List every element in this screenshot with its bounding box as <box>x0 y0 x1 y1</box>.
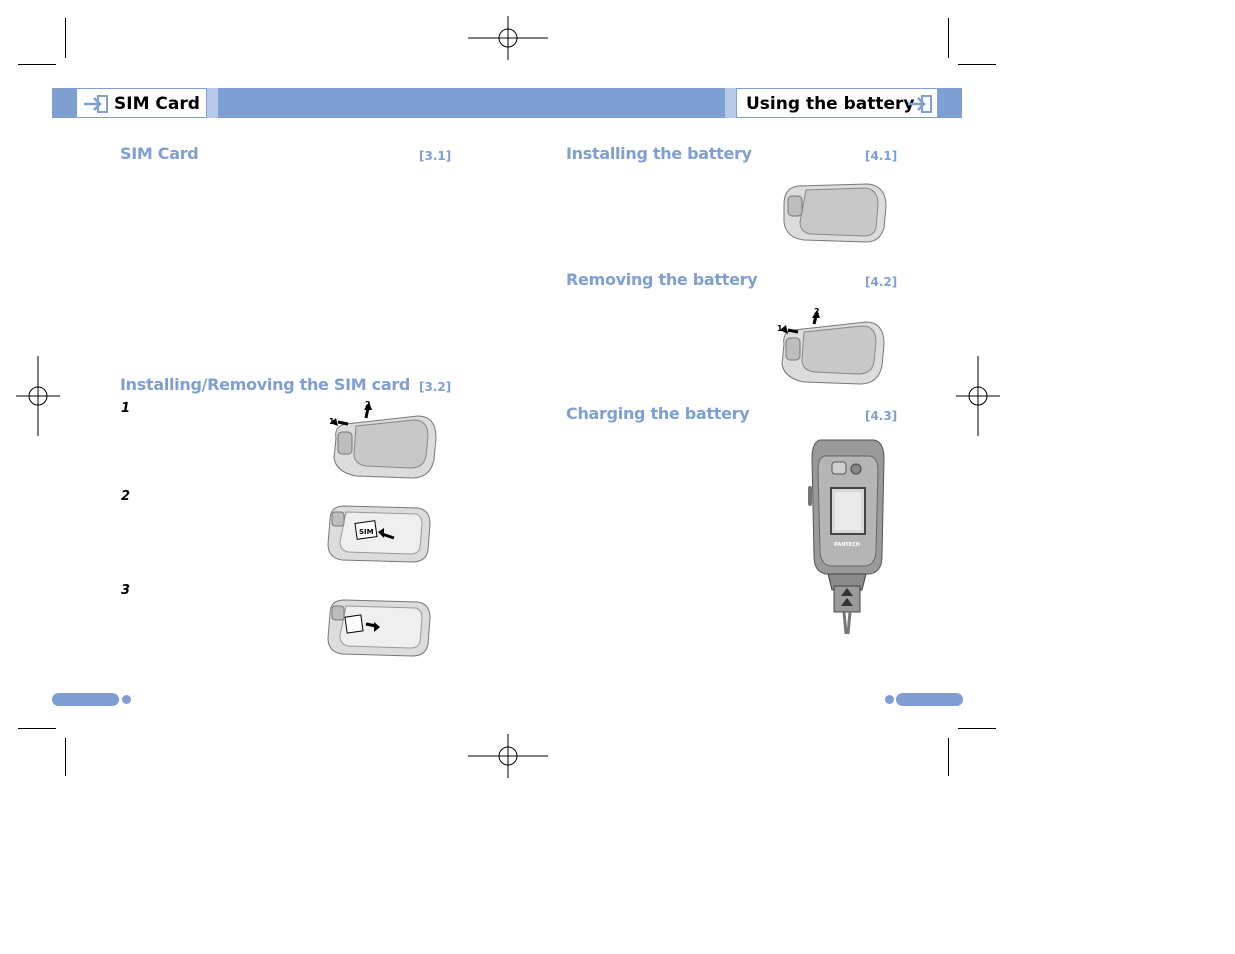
section-title-charging-battery: Charging the battery <box>566 404 750 423</box>
left-header-tab: SIM Card <box>76 88 207 118</box>
sim-remove-figure <box>327 599 431 657</box>
registration-mark-right <box>956 356 1000 436</box>
enter-arrow-icon <box>84 95 108 113</box>
enter-arrow-icon <box>908 95 932 113</box>
page-number-pill-left <box>52 693 119 706</box>
registration-mark-top <box>468 16 548 60</box>
section-ref-4-2: [4.2] <box>865 275 898 289</box>
step-number-3: 3 <box>121 583 131 598</box>
figure-label-2: 2 <box>365 400 371 409</box>
section-title-installing-battery: Installing the battery <box>566 144 752 163</box>
section-ref-3-1: [3.1] <box>419 149 452 163</box>
phone-charging-figure: PANTECH <box>808 439 885 635</box>
figure-label-1: 1 <box>329 417 335 426</box>
section-title-removing-battery: Removing the battery <box>566 270 758 289</box>
phone-brand-label: PANTECH <box>834 542 860 548</box>
section-title-sim-card: SIM Card <box>120 144 199 163</box>
section-ref-4-1: [4.1] <box>865 149 898 163</box>
sim-insert-figure: SIM <box>327 505 431 563</box>
step-number-2: 2 <box>121 489 131 504</box>
battery-install-figure <box>783 183 887 243</box>
registration-mark-bottom <box>468 734 548 778</box>
page-dot-left <box>122 695 131 704</box>
battery-remove-figure: 1 2 <box>777 307 885 385</box>
section-title-installing-removing-sim: Installing/Removing the SIM card <box>120 375 411 394</box>
section-ref-3-2: [3.2] <box>419 380 452 394</box>
right-header-tab: Using the battery <box>736 88 938 118</box>
page-dot-right <box>885 695 894 704</box>
left-header-title: SIM Card <box>114 94 200 114</box>
battery-removal-figure: 1 2 <box>329 400 437 479</box>
figure-label-sim: SIM <box>359 528 374 536</box>
section-ref-4-3: [4.3] <box>865 409 898 423</box>
figure-label-2: 2 <box>814 307 820 316</box>
left-tab-accent <box>207 88 218 118</box>
step-number-1: 1 <box>121 401 131 416</box>
right-tab-accent <box>725 88 736 118</box>
registration-mark-left <box>16 356 60 436</box>
right-header-title: Using the battery <box>746 94 915 114</box>
page-number-pill-right <box>896 693 963 706</box>
figure-label-1: 1 <box>777 324 783 333</box>
